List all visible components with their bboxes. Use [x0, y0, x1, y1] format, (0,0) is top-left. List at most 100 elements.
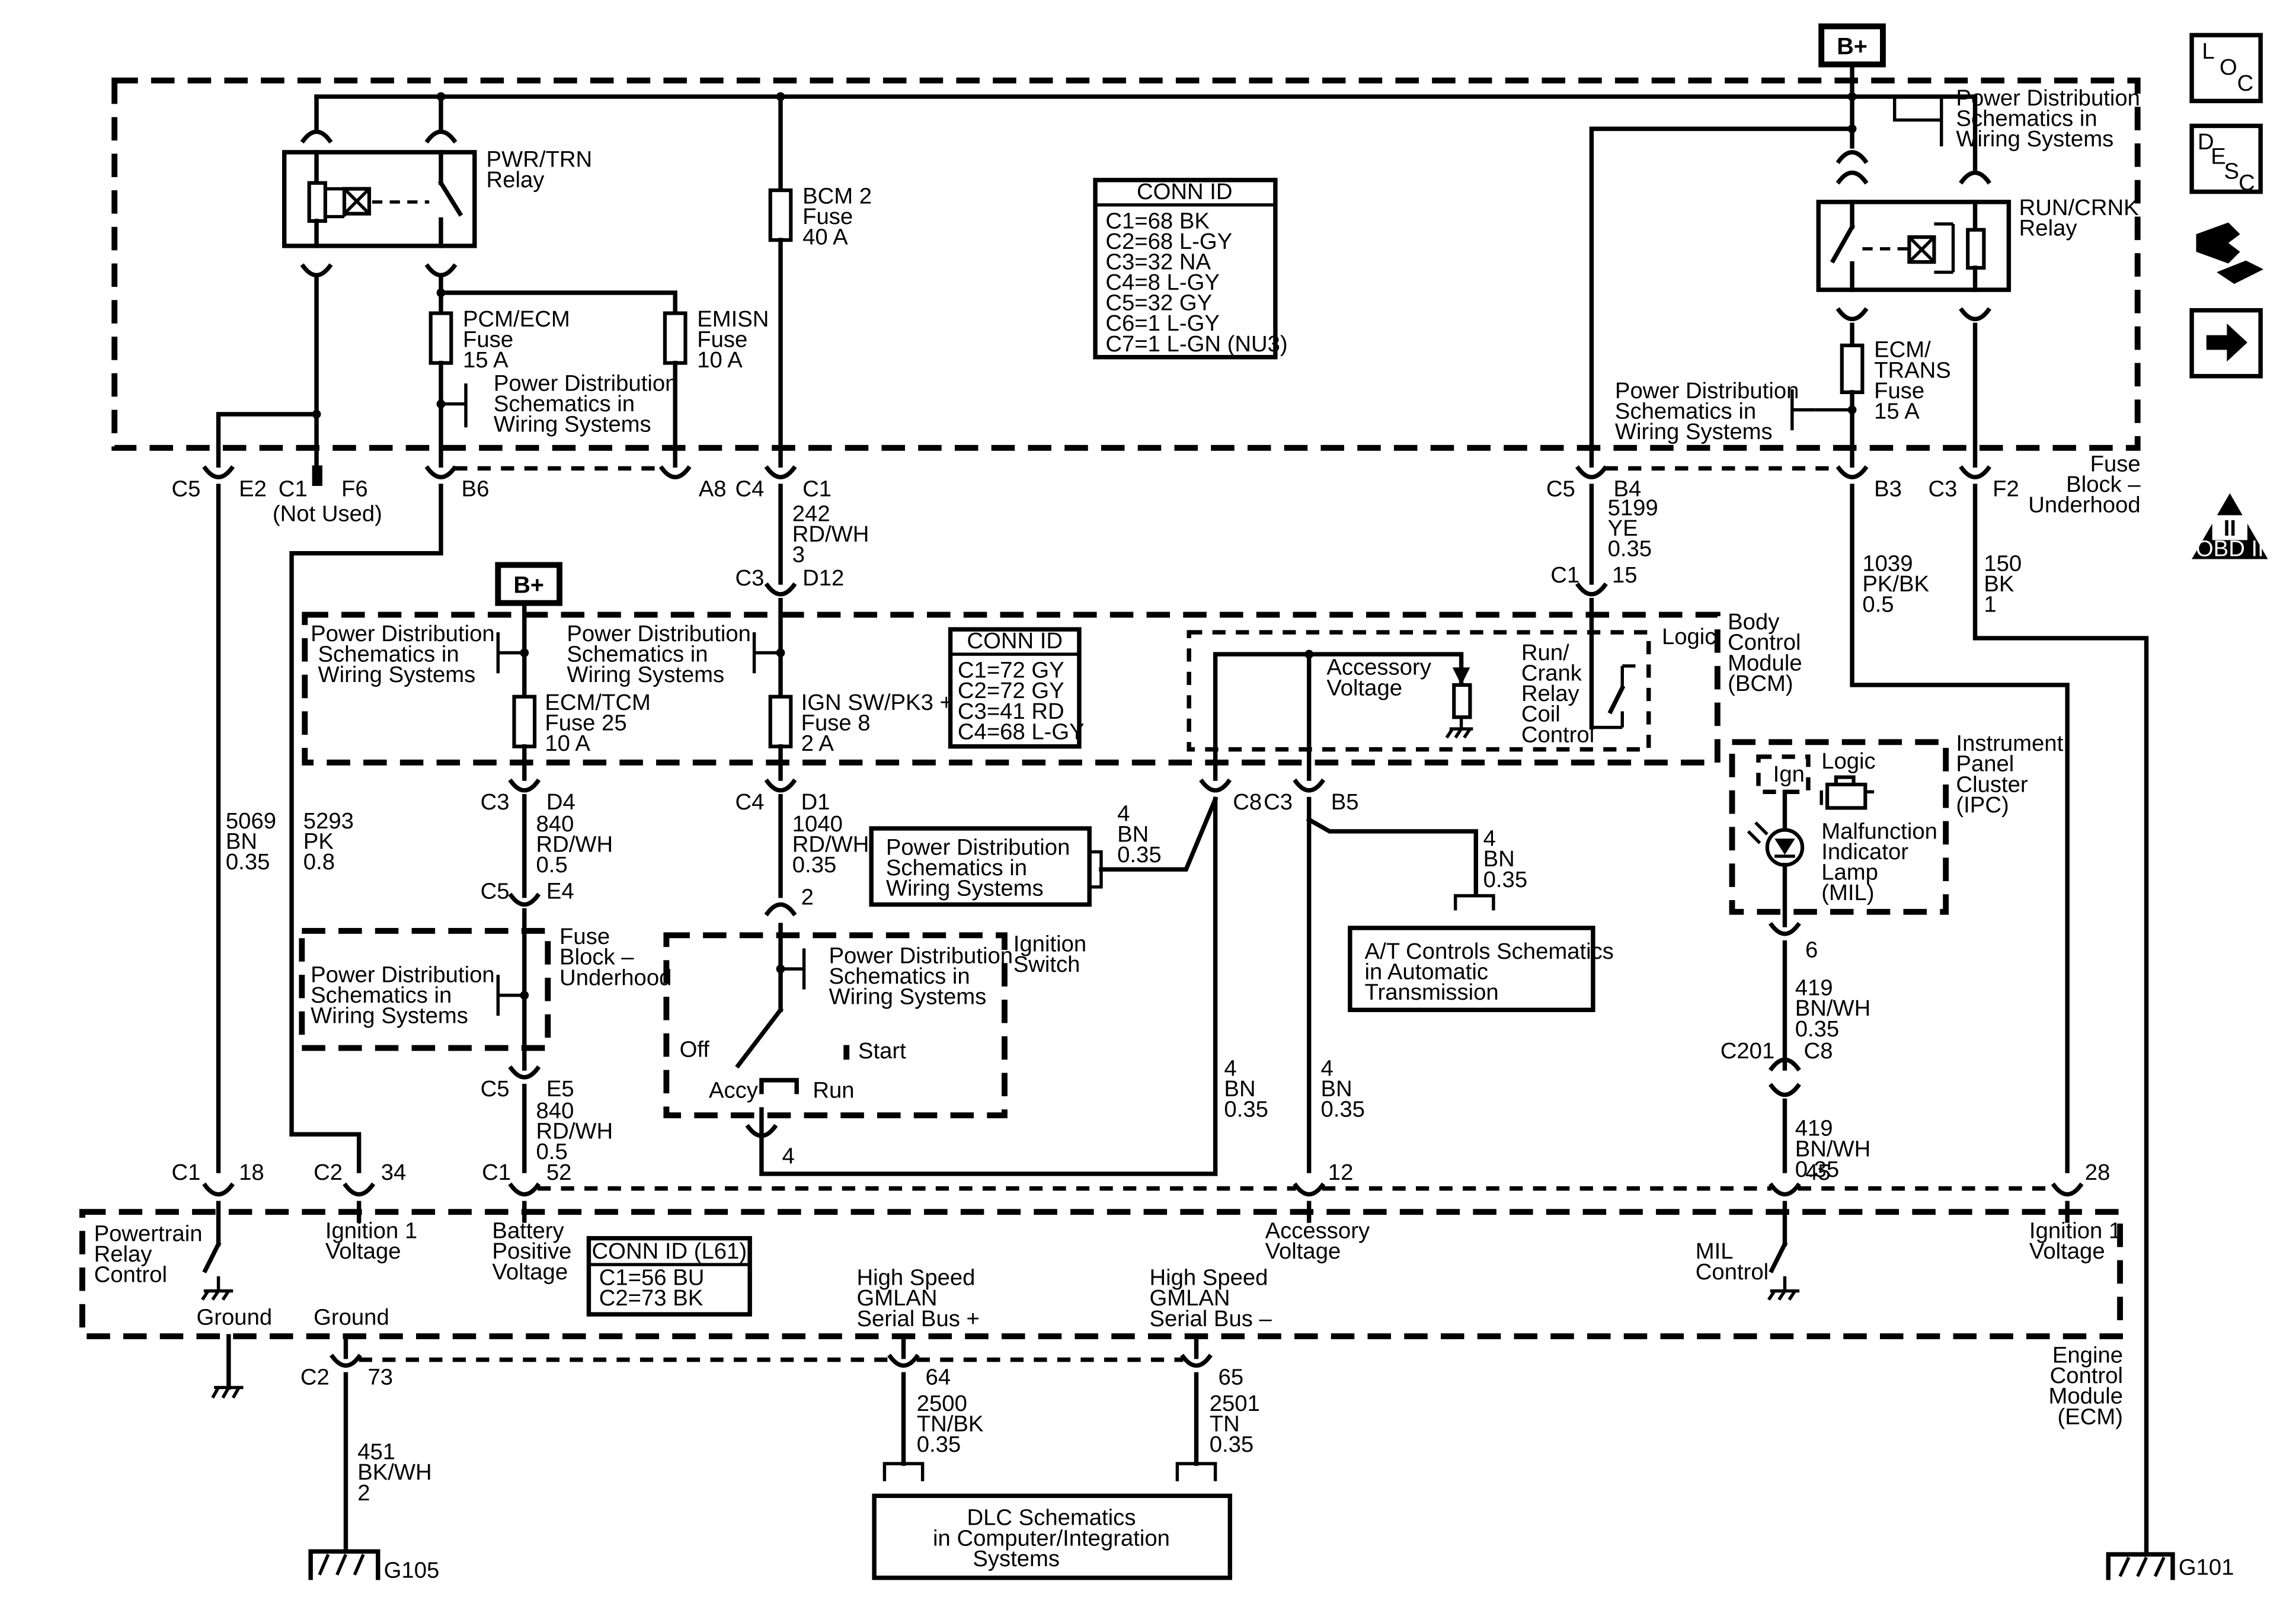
svg-text:F6: F6 — [341, 476, 368, 501]
svg-text:0.35: 0.35 — [1210, 1432, 1253, 1457]
svg-text:Power Distribution: Power Distribution — [311, 621, 495, 646]
svg-text:C5: C5 — [172, 476, 201, 501]
svg-text:1: 1 — [1984, 591, 1996, 617]
svg-text:0.5: 0.5 — [1862, 591, 1894, 617]
svg-text:Positive: Positive — [492, 1238, 571, 1264]
bcm-label: Body Control Module (BCM) — [1728, 609, 1802, 696]
svg-text:BCM 2: BCM 2 — [802, 183, 872, 209]
svg-text:Ign: Ign — [1773, 761, 1805, 787]
svg-text:IGN SW/PK3 +: IGN SW/PK3 + — [801, 690, 953, 715]
pd-note-ecm-trans: Power Distribution Schematics in Wiring … — [1615, 378, 1857, 444]
svg-text:RD/WH: RD/WH — [536, 832, 613, 857]
svg-text:G105: G105 — [384, 1558, 440, 1583]
svg-text:34: 34 — [381, 1160, 407, 1185]
svg-text:C3: C3 — [1929, 476, 1958, 501]
svg-text:Power Distribution: Power Distribution — [1956, 85, 2140, 111]
conn-id-table-ecm: CONN ID (L61) C1=56 BU C2=73 BK — [586, 1235, 752, 1317]
svg-text:CONN ID (L61): CONN ID (L61) — [592, 1238, 747, 1264]
svg-text:Schematics in: Schematics in — [1956, 105, 2097, 131]
svg-text:Ground: Ground — [314, 1304, 389, 1330]
desc-icon[interactable]: D E S C — [2189, 123, 2263, 196]
svg-text:O: O — [2220, 55, 2237, 80]
svg-text:MIL: MIL — [1696, 1238, 1734, 1264]
svg-text:Ground: Ground — [197, 1304, 273, 1330]
fuse-block-lower-label: Fuse Block – Underhood — [559, 924, 671, 990]
svg-text:Instrument: Instrument — [1956, 731, 2063, 756]
ecm-label: Engine Control Module (ECM) — [2049, 1343, 2124, 1430]
svg-text:Engine: Engine — [2052, 1343, 2123, 1368]
svg-text:Control: Control — [1521, 722, 1594, 747]
svg-text:BN: BN — [226, 829, 257, 854]
svg-text:0.8: 0.8 — [303, 849, 335, 875]
svg-text:A/T Controls Schematics: A/T Controls Schematics — [1365, 939, 1614, 964]
svg-text:Module: Module — [1728, 650, 1802, 676]
svg-text:(IPC): (IPC) — [1956, 792, 2009, 818]
svg-text:0.35: 0.35 — [792, 852, 836, 878]
mil-label: Malfunction Indicator Lamp (MIL) — [1821, 818, 1937, 905]
svg-text:2: 2 — [801, 884, 814, 910]
svg-text:Voltage: Voltage — [325, 1238, 401, 1264]
svg-text:C3: C3 — [735, 565, 764, 591]
svg-text:Schematics in: Schematics in — [567, 641, 708, 667]
svg-text:GMLAN: GMLAN — [856, 1285, 937, 1311]
at-controls-schematic-box: A/T Controls Schematics in Automatic Tra… — [1348, 894, 1614, 1013]
wire-labels-upper: 242 RD/WH 3 5199 YE 0.35 1039 PK/BK 0.5 … — [226, 495, 2022, 875]
svg-text:C4: C4 — [735, 789, 764, 815]
svg-text:Switch: Switch — [1013, 952, 1080, 977]
svg-text:TN/BK: TN/BK — [917, 1411, 984, 1437]
svg-text:0.35: 0.35 — [226, 849, 270, 875]
svg-text:Powertrain: Powertrain — [94, 1221, 203, 1247]
svg-text:4: 4 — [1320, 1055, 1333, 1081]
svg-text:2500: 2500 — [917, 1391, 967, 1416]
svg-text:Schematics in: Schematics in — [1615, 398, 1756, 424]
svg-text:C1: C1 — [1550, 562, 1579, 588]
svg-text:12: 12 — [1328, 1160, 1354, 1185]
svg-text:C1: C1 — [172, 1160, 201, 1185]
engine-icon — [1819, 775, 1875, 810]
svg-text:CONN ID: CONN ID — [967, 628, 1063, 654]
svg-text:DLC Schematics: DLC Schematics — [967, 1505, 1136, 1531]
svg-text:5293: 5293 — [303, 808, 354, 834]
svg-text:1039: 1039 — [1862, 550, 1913, 576]
loc-icon[interactable]: L O C — [2189, 33, 2263, 104]
svg-text:Relay: Relay — [2019, 216, 2078, 241]
svg-text:C5: C5 — [481, 879, 510, 904]
fuse-block-underhood-lower — [299, 927, 551, 1051]
svg-text:Power Distribution: Power Distribution — [311, 962, 495, 987]
svg-text:in Computer/Integration: in Computer/Integration — [933, 1525, 1170, 1551]
next-arrow-icon[interactable] — [2189, 308, 2263, 379]
svg-text:(Not Used): (Not Used) — [273, 501, 382, 526]
svg-text:0.35: 0.35 — [1608, 536, 1652, 562]
svg-text:Crank: Crank — [1521, 661, 1582, 686]
svg-text:Battery: Battery — [492, 1218, 564, 1244]
svg-text:Fuse: Fuse — [802, 204, 853, 229]
svg-text:C7=1 L-GN (NU3): C7=1 L-GN (NU3) — [1105, 331, 1287, 357]
svg-text:A8: A8 — [699, 476, 727, 501]
run-crank-relay-coil-control: Run/ Crank Relay Coil Control — [1521, 597, 1636, 747]
svg-text:C1: C1 — [482, 1160, 511, 1185]
svg-text:Transmission: Transmission — [1365, 980, 1499, 1005]
svg-text:Relay: Relay — [1521, 681, 1580, 706]
svg-text:TN: TN — [1210, 1411, 1240, 1437]
svg-text:Panel: Panel — [1956, 751, 2014, 777]
svg-text:C1=72 GY: C1=72 GY — [958, 658, 1064, 683]
svg-text:5199: 5199 — [1608, 495, 1658, 520]
conn-id-table-top: CONN ID C1=68 BK C2=68 L-GY C3=32 NA C4=… — [1093, 178, 1288, 360]
svg-text:5069: 5069 — [226, 808, 276, 834]
svg-text:Fuse 8: Fuse 8 — [801, 710, 871, 736]
svg-text:Ignition: Ignition — [1013, 932, 1086, 957]
svg-text:(BCM): (BCM) — [1728, 671, 1793, 696]
svg-text:451: 451 — [357, 1439, 395, 1465]
svg-text:Block –: Block – — [2066, 472, 2141, 497]
svg-text:C3=32 NA: C3=32 NA — [1105, 249, 1211, 274]
svg-text:419: 419 — [1795, 1116, 1833, 1141]
svg-text:BK: BK — [1984, 571, 2014, 597]
svg-text:Wiring Systems: Wiring Systems — [886, 876, 1044, 901]
pwr-trn-relay: PWR/TRN Relay — [282, 129, 592, 277]
svg-text:1040: 1040 — [792, 811, 843, 837]
svg-text:Voltage: Voltage — [1326, 675, 1402, 700]
svg-text:(MIL): (MIL) — [1821, 880, 1874, 905]
connector-icon[interactable] — [2196, 222, 2264, 284]
emisn-fuse: EMISN Fuse 10 A — [663, 306, 769, 468]
svg-text:Run: Run — [813, 1078, 854, 1103]
